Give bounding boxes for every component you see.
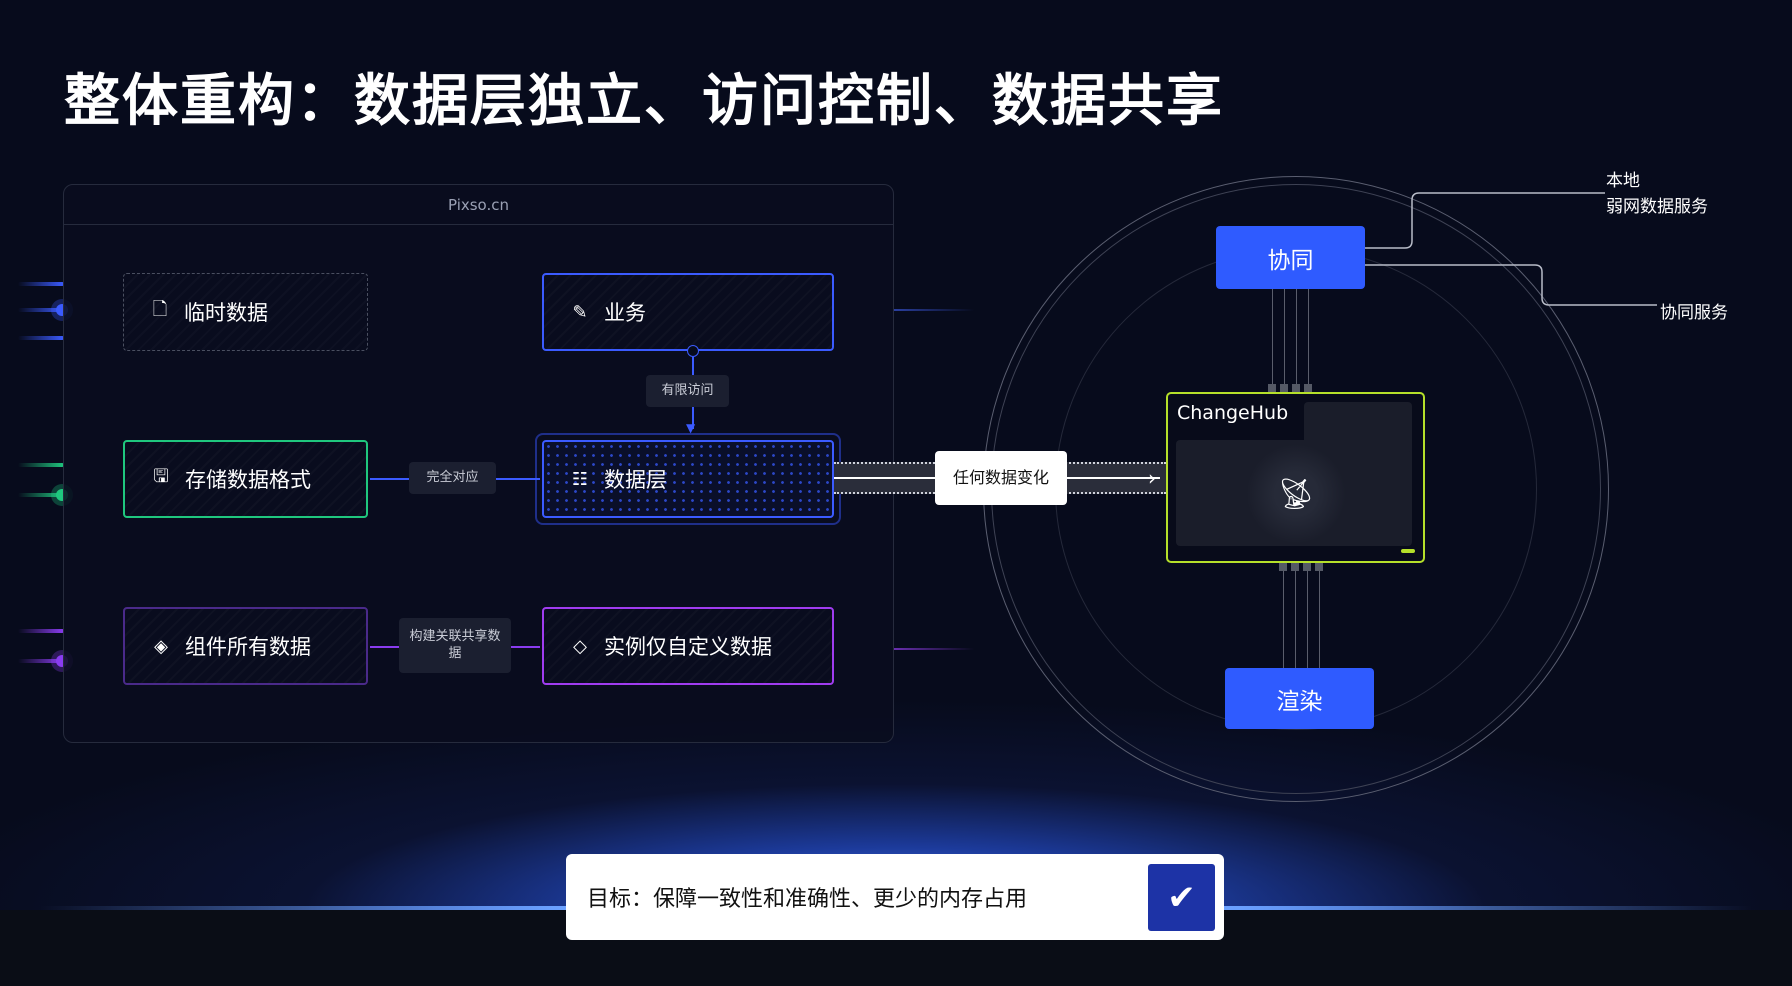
component-data-box[interactable]: ◈ 组件所有数据 (123, 607, 368, 685)
file-clock-icon: 🗋 (152, 299, 168, 320)
edge-line (18, 629, 64, 633)
annotation-lines (1365, 192, 1657, 306)
edge-line (18, 659, 64, 663)
check-icon[interactable]: ✔ (1148, 864, 1215, 931)
box-label: 存储数据格式 (185, 468, 311, 492)
pin (1304, 384, 1312, 392)
status-led (1401, 549, 1415, 553)
pin (1280, 384, 1288, 392)
edge-line (18, 308, 64, 312)
pin (1291, 563, 1299, 571)
shared-data-label: 构建关联共享数据 (399, 618, 511, 673)
edge-line (18, 463, 64, 467)
any-data-change-label: 任何数据变化 (935, 451, 1067, 505)
edge-line (18, 493, 64, 497)
pencil-icon: ✎ (572, 301, 588, 323)
window-title: Pixso.cn (64, 185, 893, 225)
wire (1307, 563, 1308, 669)
arrow-right-icon: › (1148, 466, 1156, 490)
component-icon: ◈ (154, 635, 168, 657)
changehub-box[interactable]: ChangeHub 📡︎ (1166, 392, 1425, 563)
render-box[interactable]: 渲染 (1225, 668, 1374, 729)
goal-bar: 目标：保障一致性和准确性、更少的内存占用 ✔ (566, 854, 1224, 940)
pin (1268, 384, 1276, 392)
wire (1319, 563, 1320, 669)
wire (1284, 289, 1285, 389)
box-label: 组件所有数据 (185, 635, 311, 659)
collab-box[interactable]: 协同 (1216, 226, 1365, 289)
collab-service-annotation: 协同服务 (1660, 303, 1728, 323)
wire (1295, 563, 1296, 669)
box-label: 临时数据 (184, 301, 268, 325)
local-annotation: 本地弱网数据服务 (1606, 168, 1708, 220)
goal-text: 目标：保障一致性和准确性、更少的内存占用 (587, 887, 1028, 912)
box-label: 数据层 (604, 468, 667, 492)
annotation-text: 本地 (1606, 171, 1640, 191)
storage-format-box[interactable]: 🖫 存储数据格式 (123, 440, 368, 518)
temp-data-box[interactable]: 🗋 临时数据 (123, 273, 368, 351)
arrow-down-icon: ▼ (686, 421, 696, 435)
connector-dot (687, 345, 699, 357)
business-box[interactable]: ✎ 业务 (542, 273, 834, 351)
wire (1296, 289, 1297, 389)
archive-icon: ☷ (571, 468, 589, 490)
wire (1283, 563, 1284, 669)
changehub-title: ChangeHub (1177, 402, 1289, 424)
edge-line (18, 282, 64, 286)
edge-line (894, 309, 974, 311)
pin (1292, 384, 1300, 392)
limited-access-label: 有限访问 (646, 375, 729, 407)
wire (1272, 289, 1273, 389)
pin (1315, 563, 1323, 571)
box-label: 业务 (604, 301, 646, 325)
pin (1279, 563, 1287, 571)
edge-line (894, 648, 974, 650)
exact-match-label: 完全对应 (409, 462, 496, 494)
page-title: 整体重构：数据层独立、访问控制、数据共享 (64, 69, 1224, 134)
save-icon: 🖫 (153, 466, 169, 487)
edge-line (18, 336, 64, 340)
box-label: 实例仅自定义数据 (604, 635, 772, 659)
pin (1303, 563, 1311, 571)
data-layer-box[interactable]: ☷ 数据层 (542, 440, 834, 518)
wire (1308, 289, 1309, 389)
instance-data-box[interactable]: ◇ 实例仅自定义数据 (542, 607, 834, 685)
annotation-text: 弱网数据服务 (1606, 197, 1708, 217)
diamond-icon: ◇ (573, 635, 587, 657)
broadcast-tower-icon: 📡︎ (1246, 444, 1346, 544)
